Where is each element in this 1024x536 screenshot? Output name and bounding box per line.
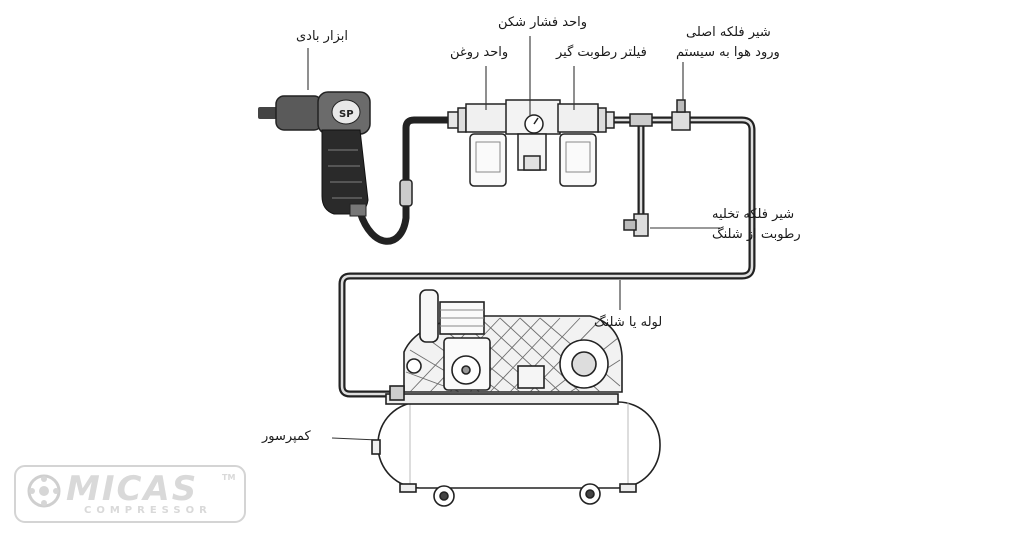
air-tool bbox=[258, 91, 371, 217]
label-regulator: واحد فشار شکن bbox=[498, 15, 588, 30]
tool-hose bbox=[356, 116, 466, 245]
leader-compressor bbox=[331, 437, 379, 441]
compressor bbox=[371, 289, 661, 507]
hose-coupler bbox=[399, 179, 413, 207]
regulator-unit bbox=[505, 99, 561, 171]
label-drain-valve-line1: شیر فلکه تخلیه bbox=[712, 207, 795, 222]
label-compressor: کمپرسور bbox=[262, 429, 311, 444]
label-pipe-hose: لوله یا شلنگ bbox=[594, 315, 663, 330]
label-drain-valve-line2: رطوبت از شلنگ bbox=[712, 227, 801, 242]
leader-lines bbox=[307, 36, 720, 441]
brand-logo: MICAS COMPRESSOR TM bbox=[14, 465, 246, 523]
logo-trademark: TM bbox=[222, 473, 236, 482]
logo-name: MICAS bbox=[66, 469, 199, 509]
main-valve bbox=[629, 99, 691, 131]
label-air-tool: ابزار بادی bbox=[296, 29, 348, 44]
frl-unit bbox=[447, 99, 615, 187]
label-main-valve-line2: ورود هوا به سیستم bbox=[676, 45, 780, 60]
logo-subtitle: COMPRESSOR bbox=[84, 505, 212, 516]
lubricator-unit bbox=[465, 103, 509, 187]
drain-valve bbox=[623, 213, 649, 237]
label-lubricator: واحد روغن bbox=[450, 45, 509, 60]
tool-badge: SP bbox=[339, 109, 354, 120]
air-tank bbox=[377, 401, 661, 489]
label-main-valve-line1: شیر فلکه اصلی bbox=[686, 25, 771, 40]
label-moisture-filter: فیلتر رطوبت گیر bbox=[556, 45, 647, 60]
moisture-filter-unit bbox=[557, 103, 599, 187]
